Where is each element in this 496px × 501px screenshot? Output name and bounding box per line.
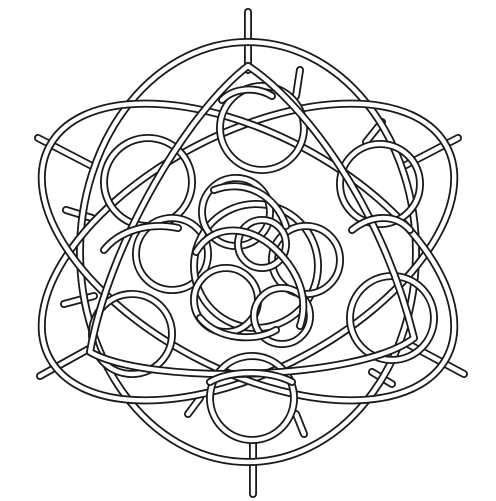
ellipse-tilted-right xyxy=(0,42,496,462)
outer-ellipses xyxy=(0,42,496,462)
ellipse-tilted-right xyxy=(0,42,496,462)
ellipse-tilted-left xyxy=(0,42,496,462)
ellipse-tilted-left xyxy=(0,42,496,462)
central-knot xyxy=(194,178,340,344)
